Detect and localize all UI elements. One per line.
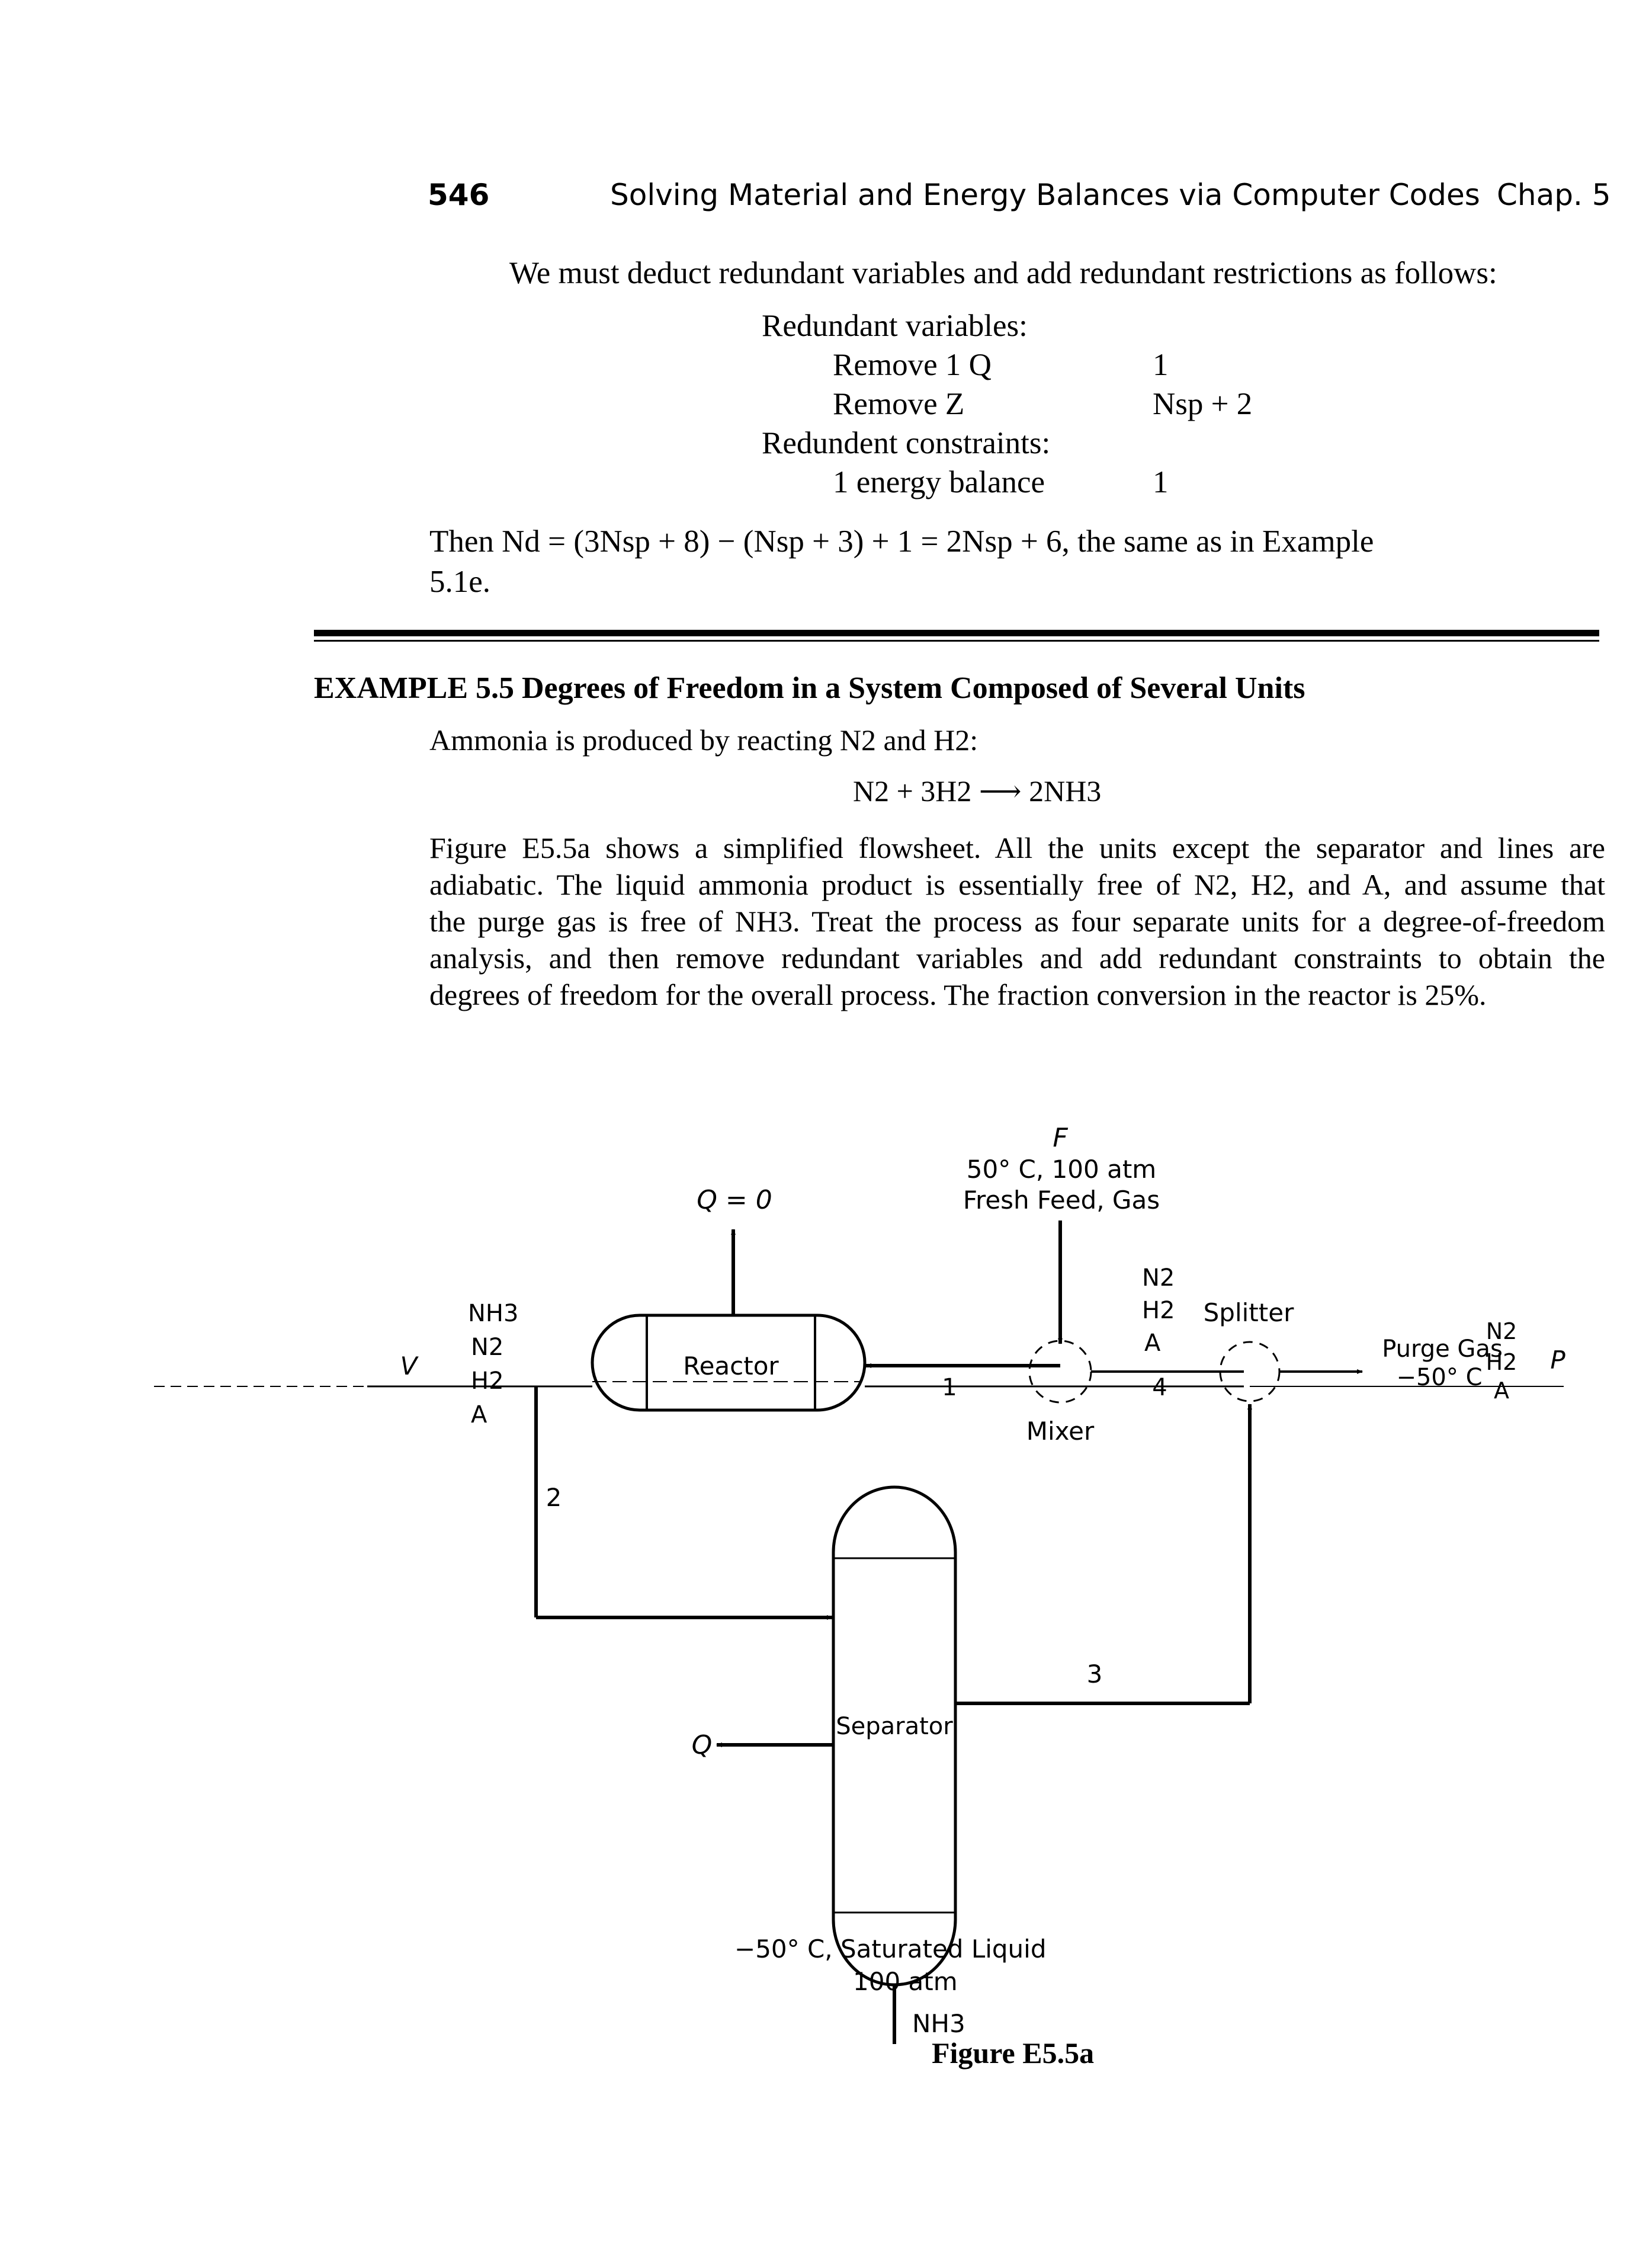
separator-label: Separator [836, 1713, 953, 1740]
feed-conditions: 50° C, 100 atm [967, 1155, 1156, 1184]
reactor-vessel [591, 1314, 867, 1412]
paragraph-line: analysis, and then remove redundant vari… [429, 941, 1605, 975]
section-rule [314, 630, 1599, 636]
redundant-variables-heading: Redundant variables: [762, 309, 1028, 343]
separator-heat-label: Q [692, 1730, 713, 1760]
purge-species-a: A [1494, 1378, 1509, 1404]
intro-sentence: We must deduct redundant variables and a… [509, 256, 1497, 290]
feed-label: F [1053, 1123, 1068, 1153]
reactor-heat-label: Q = 0 [697, 1185, 772, 1215]
feed-name: Fresh Feed, Gas [963, 1186, 1160, 1215]
section-rule-thin [314, 640, 1599, 642]
purge-temp: −50° C [1396, 1364, 1482, 1391]
paragraph-line: Figure E5.5a shows a simplified flowshee… [429, 831, 1605, 864]
stream-1-label: 1 [942, 1374, 957, 1401]
reactor-outlet-label: V [400, 1351, 419, 1380]
product-species: NH3 [912, 2009, 965, 2038]
stream4-species-a: A [1144, 1330, 1161, 1357]
redundant-row-label: Remove 1 Q [833, 348, 992, 382]
purge-species-n2: N2 [1486, 1318, 1517, 1344]
redundant-row-label: Remove Z [833, 387, 965, 421]
conclusion-line: Then Nd = (3Nsp + 8) − (Nsp + 3) + 1 = 2… [429, 524, 1374, 559]
mixer-label: Mixer [1026, 1417, 1095, 1446]
example-intro: Ammonia is produced by reacting N2 and H… [429, 723, 978, 757]
outlet-species-h2: H2 [471, 1367, 504, 1395]
problem-paragraph: Figure E5.5a shows a simplified flowshee… [429, 829, 1605, 1013]
stream-3-label: 3 [1087, 1660, 1103, 1689]
conclusion-line-continued: 5.1e. [429, 565, 491, 599]
outlet-species-n2: N2 [471, 1334, 503, 1361]
separator-vessel [832, 1485, 957, 1987]
paragraph-line: the purge gas is free of NH3. Treat the … [429, 905, 1605, 938]
outlet-species-a: A [471, 1401, 487, 1428]
redundant-row-label: 1 energy balance [833, 465, 1045, 499]
product-conditions: −50° C, Saturated Liquid [734, 1934, 1047, 1963]
purge-label: Purge Gas [1382, 1335, 1503, 1363]
redundant-table: Redundant variables: Remove 1 Q 1 Remove… [762, 308, 1295, 504]
splitter-label: Splitter [1204, 1298, 1294, 1327]
purge-species-h2: H2 [1486, 1349, 1517, 1375]
stream-2-label: 2 [546, 1483, 562, 1512]
redundant-row-value: 1 [1153, 465, 1169, 499]
redundant-row-value: Nsp + 2 [1153, 387, 1253, 421]
stream-4-label: 4 [1152, 1374, 1167, 1401]
figure-caption: Figure E5.5a [932, 2036, 1095, 2070]
outlet-species-nh3: NH3 [468, 1300, 518, 1327]
stream4-species-n2: N2 [1142, 1264, 1175, 1292]
stream4-species-h2: H2 [1142, 1297, 1175, 1324]
redundant-row-value: 1 [1153, 348, 1169, 382]
flowsheet-diagram: F 50° C, 100 atm Fresh Feed, Gas Q = 0 R… [154, 1123, 1565, 2044]
redundant-constraints-heading: Redundent constraints: [762, 426, 1051, 460]
example-heading: EXAMPLE 5.5 Degrees of Freedom in a Syst… [314, 671, 1305, 705]
reaction-equation: N2 + 3H2 ⟶ 2NH3 [853, 774, 1102, 808]
reactor-label: Reactor [683, 1351, 779, 1380]
product-pressure: 100 atm [853, 1967, 958, 1996]
purge-stream-label: P [1550, 1346, 1565, 1375]
mixer-node [1028, 1340, 1092, 1404]
chapter-label: Chap. 5 [1497, 178, 1611, 212]
paragraph-line: adiabatic. The liquid ammonia product is… [429, 868, 1605, 901]
paragraph-line: degrees of freedom for the overall proce… [429, 978, 1487, 1011]
page-number: 546 [428, 178, 490, 212]
running-title: Solving Material and Energy Balances via… [610, 178, 1480, 212]
